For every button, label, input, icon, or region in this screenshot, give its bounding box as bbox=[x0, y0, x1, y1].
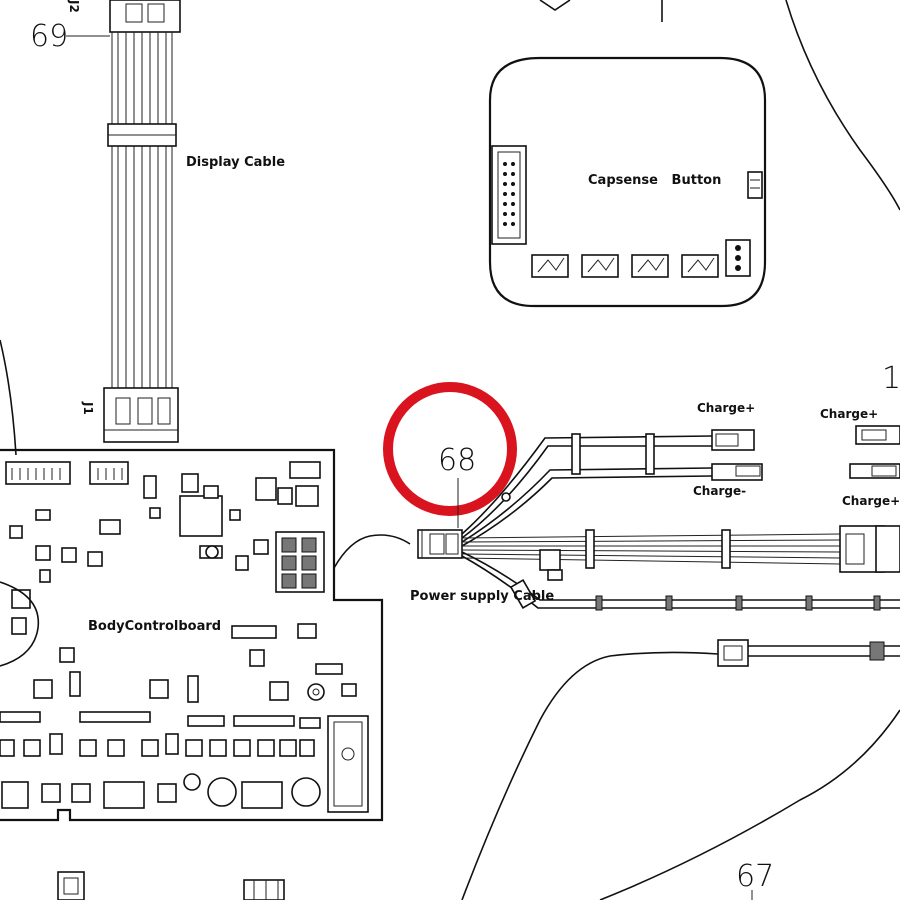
callout-67[interactable]: 67 bbox=[736, 859, 774, 894]
left-wire bbox=[0, 339, 17, 456]
capsense-button-label: Capsense Button bbox=[588, 173, 721, 188]
power-supply-cable-label: Power supply Cable bbox=[410, 589, 554, 604]
display-cable[interactable] bbox=[103, 0, 181, 443]
callout-69[interactable]: 69 bbox=[30, 19, 68, 54]
charge-plus-label-2: Charge+ bbox=[820, 407, 878, 421]
power-supply-cable[interactable] bbox=[417, 429, 900, 611]
right-top-wire bbox=[785, 0, 900, 211]
body-control-board[interactable] bbox=[0, 448, 384, 822]
display-cable-label: Display Cable bbox=[186, 155, 285, 170]
body-control-board-label: BodyControlboard bbox=[88, 619, 221, 634]
capsense-button-board[interactable] bbox=[488, 56, 767, 308]
top-fragment bbox=[539, 0, 571, 11]
charge-minus-label-2: Charge+ bbox=[842, 494, 900, 508]
callout-68[interactable]: 68 bbox=[438, 443, 476, 478]
callout-1[interactable]: 1 bbox=[882, 361, 900, 396]
bottom-connector-fragments bbox=[57, 871, 285, 900]
charge-plus-label-1: Charge+ bbox=[697, 401, 755, 415]
right-charge-terminals[interactable] bbox=[849, 425, 900, 479]
highlight-ring bbox=[383, 382, 517, 516]
connector-mark-bottom: J1 bbox=[81, 401, 95, 415]
connector-mark-top: J2 bbox=[67, 0, 81, 13]
charge-minus-label-1: Charge- bbox=[693, 484, 746, 498]
lower-harness[interactable] bbox=[461, 639, 900, 900]
board-to-power-wire bbox=[333, 534, 411, 569]
